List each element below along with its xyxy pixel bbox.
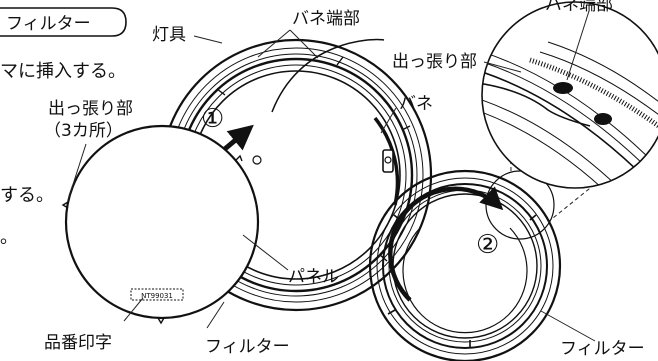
instruction-line-3: 。 (0, 227, 18, 248)
label-protrusion-detail: 出っ張り部 (392, 52, 477, 72)
instruction-line-1: マに挿入する。 (0, 61, 126, 82)
label-protrusion-count: （3カ所） (44, 121, 123, 141)
header-tag: フィルター (0, 7, 127, 37)
label-part-number: 品番印字 (44, 333, 112, 353)
filter-stamp: NT99031 (141, 292, 173, 300)
label-fixture: 灯具 (152, 25, 186, 45)
detail-guide-right (547, 159, 626, 223)
step-one-marker: ① (201, 104, 224, 134)
header-tag-label: フィルター (6, 14, 91, 34)
label-spring-end-detail: バネ端部 (545, 0, 613, 15)
mounted-filter-ring (368, 169, 562, 361)
label-spring: バネ (399, 94, 433, 114)
filter-plate: NT99031 (61, 124, 260, 325)
label-panel: パネル (288, 267, 339, 287)
leader-lines (67, 10, 596, 342)
arrow-rotate-icon (388, 186, 504, 302)
step-two-marker: ② (476, 230, 499, 260)
instruction-line-2: する。 (0, 185, 54, 206)
label-spring-end: バネ端部 (292, 9, 360, 29)
detail-magnifier (481, 1, 658, 189)
label-filter-right: フィルター (560, 339, 645, 359)
label-filter-left: フィルター (205, 337, 290, 357)
label-protrusion: 出っ張り部 (48, 99, 133, 119)
